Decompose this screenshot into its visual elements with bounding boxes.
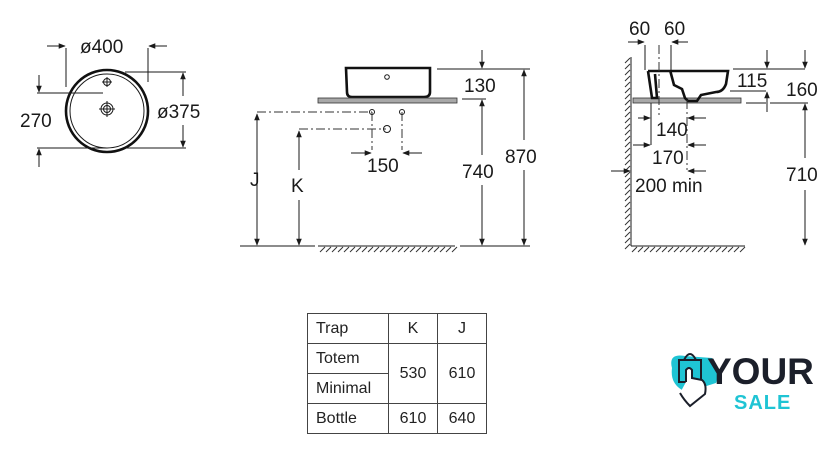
drain-icon xyxy=(99,101,115,117)
header-j: J xyxy=(437,313,487,344)
table-row: Totem 530 610 xyxy=(307,343,487,404)
logo-word-sale: SALE xyxy=(734,392,791,414)
tap-hole-icon xyxy=(102,77,112,87)
k-value: 530 xyxy=(388,343,438,404)
depth-label: 270 xyxy=(20,111,52,132)
trap-name: Bottle xyxy=(307,403,389,434)
countertop xyxy=(317,97,458,104)
front-view: 150 J K 130 740 870 xyxy=(240,50,537,253)
inner-depth-label: 115 xyxy=(737,71,767,92)
basin-front xyxy=(344,66,432,99)
j-value: 640 xyxy=(437,403,487,434)
outer-diameter-label: ø400 xyxy=(80,37,123,58)
logo-word-your: YOUR xyxy=(707,351,814,392)
header-trap: Trap xyxy=(307,313,389,344)
shopping-bag-hand-icon xyxy=(678,353,707,408)
k-value: 610 xyxy=(388,403,438,434)
j-label: J xyxy=(250,170,260,191)
trap-spacing-label: 150 xyxy=(367,156,399,177)
your-sale-logo: YOUR SALE xyxy=(671,351,814,414)
side-basin-height-label: 160 xyxy=(786,80,818,101)
tap-offset-right-label: 60 xyxy=(664,19,685,40)
inner-diameter-label: ø375 xyxy=(157,102,200,123)
trap-name: Minimal xyxy=(307,373,389,404)
basin-height-label: 130 xyxy=(464,76,496,97)
table-row: Minimal xyxy=(307,373,487,404)
side-counter-height-label: 710 xyxy=(786,165,818,186)
header-k: K xyxy=(388,313,438,344)
wall-clearance-label: 200 min xyxy=(635,176,703,197)
k-label: K xyxy=(291,176,304,197)
drain-offset-label: 140 xyxy=(656,120,688,141)
table-header-row: Trap K J xyxy=(307,313,487,344)
tap-offset-left-label: 60 xyxy=(629,19,650,40)
wall-to-drain-label: 170 xyxy=(652,148,684,169)
side-view: 60 60 115 160 710 140 170 200 min xyxy=(611,19,818,253)
counter-height-label: 740 xyxy=(462,162,494,183)
total-height-label: 870 xyxy=(505,147,537,168)
trap-table: Trap K J Totem 530 610 Minimal Bottle 61… xyxy=(307,313,487,434)
table-row: Bottle 610 640 xyxy=(307,403,487,434)
trap-name: Totem xyxy=(307,343,389,374)
basin-side xyxy=(648,69,730,103)
top-view: ø400 270 ø375 xyxy=(20,37,200,167)
j-value: 610 xyxy=(437,343,487,404)
floor-hatch xyxy=(319,246,458,253)
basin-outer-rim xyxy=(64,68,150,154)
